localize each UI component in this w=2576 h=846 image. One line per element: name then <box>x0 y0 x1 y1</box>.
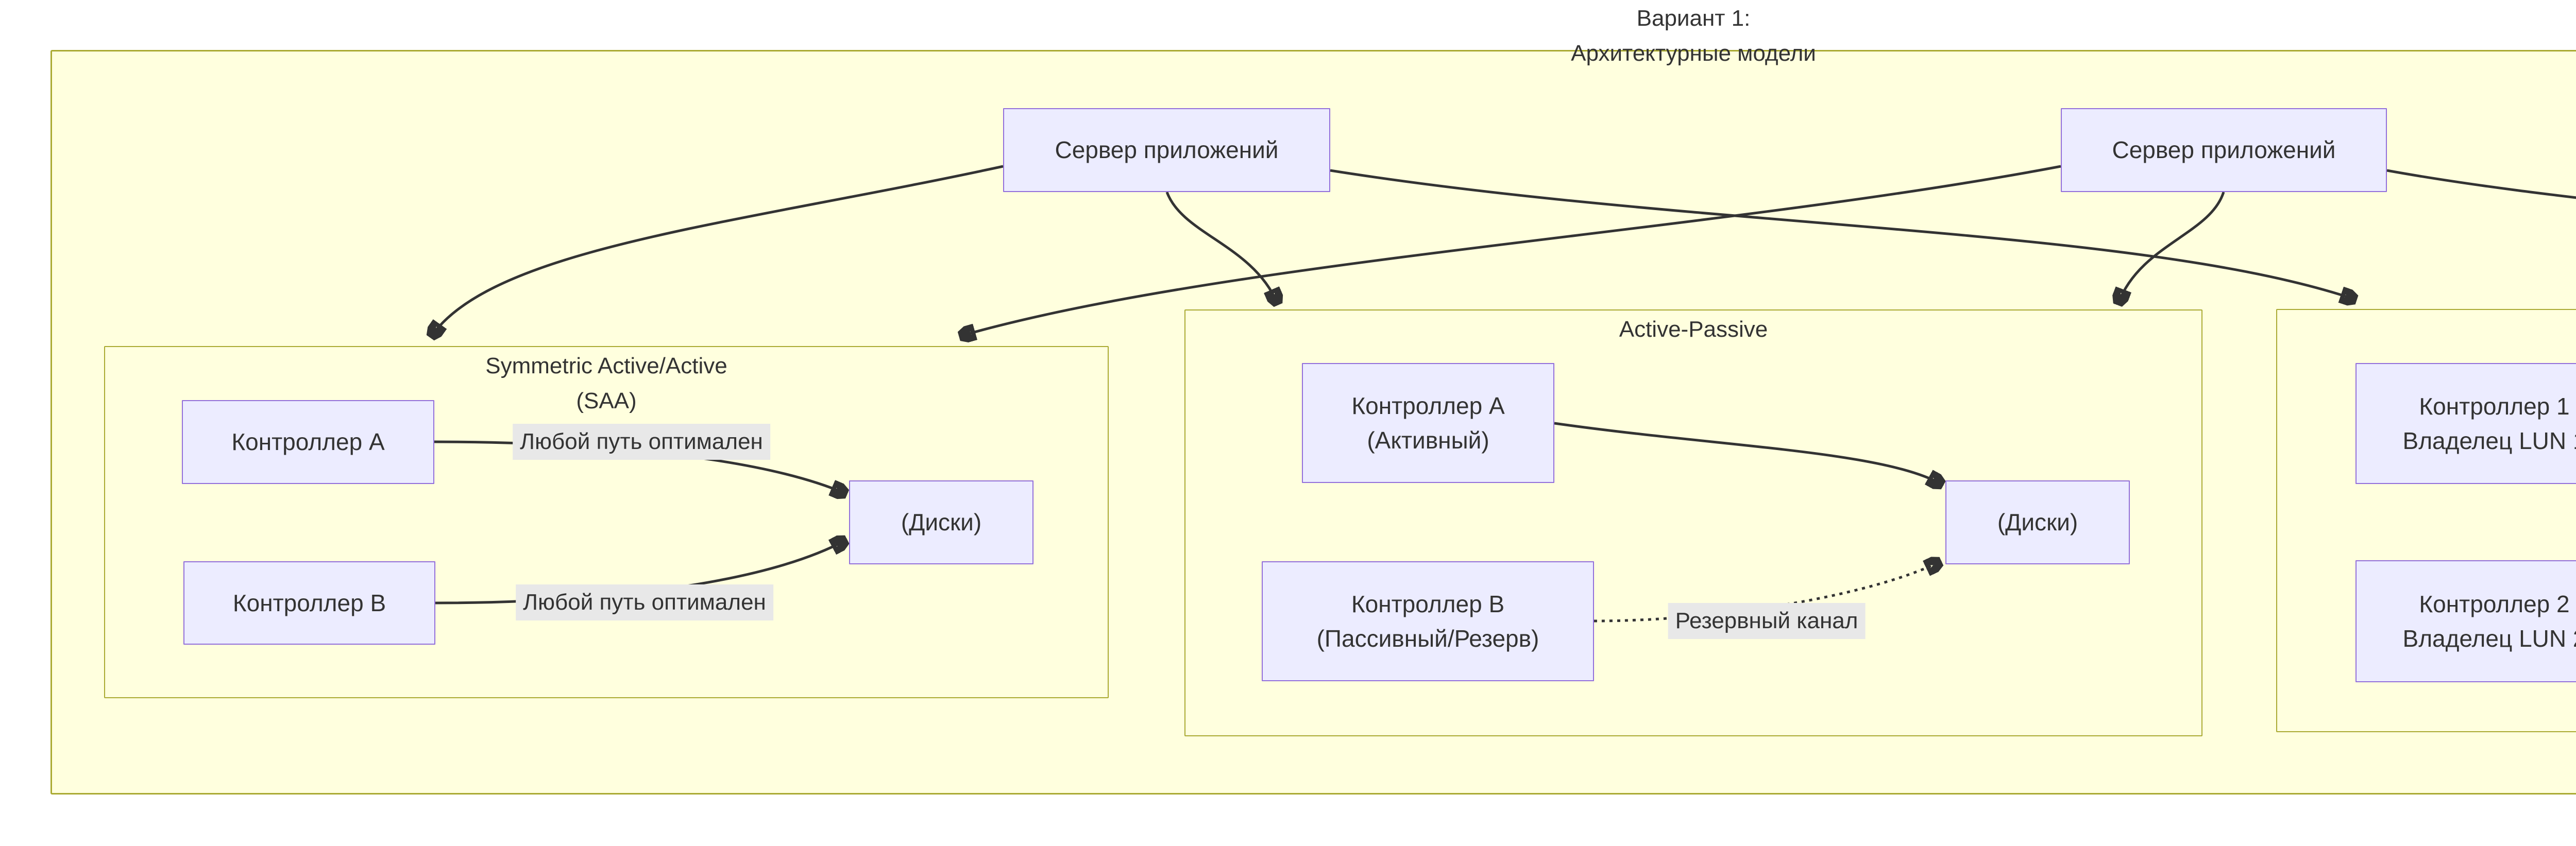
edge-label-any-path-optimal-b: Любой путь оптимален <box>516 584 773 620</box>
node-controller-1-lun1-line1: Контроллер 1 <box>2419 392 2570 420</box>
node-controller-2-lun2-line1: Контроллер 2 <box>2419 590 2570 617</box>
node-disks-ap: (Диски) <box>1945 480 2130 564</box>
node-controller-b-passive-line1: Контроллер B <box>1351 590 1505 617</box>
cluster-alua-title-line1: ALUA (Asymmetric A/A) <box>2277 312 2576 347</box>
cluster-ap-title-line1: Active-Passive <box>1619 317 1768 342</box>
node-controller-a-active-line2: (Активный) <box>1367 426 1489 454</box>
edge-label-any-path-optimal-a: Любой путь оптимален <box>513 424 770 460</box>
node-controller-b-passive: Контроллер B (Пассивный/Резерв) <box>1262 561 1594 681</box>
node-controller-b-saa-label: Контроллер B <box>232 589 386 616</box>
edge-label-reserve-channel: Резервный канал <box>1668 603 1866 639</box>
node-disks-ap-label: (Диски) <box>1997 509 2078 536</box>
node-app-server-2: Сервер приложений <box>2061 108 2387 192</box>
node-controller-a-active: Контроллер А (Активный) <box>1302 363 1554 483</box>
node-disks-saa-label: (Диски) <box>901 509 982 536</box>
node-controller-b-saa: Контроллер B <box>183 561 435 645</box>
node-app-server-2-label: Сервер приложений <box>2112 136 2336 163</box>
cluster-saa-title-line2: (SAA) <box>576 388 637 413</box>
node-controller-b-passive-line2: (Пассивный/Резерв) <box>1316 625 1539 652</box>
diagram-title-line2: Архитектурные модели <box>1571 41 1816 66</box>
node-controller-2-lun2: Контроллер 2 Владелец LUN 2 <box>2355 560 2576 682</box>
node-app-server-1: Сервер приложений <box>1003 108 1330 192</box>
node-controller-1-lun1-line2: Владелец LUN 1 <box>2402 427 2576 454</box>
cluster-saa-title-line1: Symmetric Active/Active <box>485 353 727 378</box>
node-controller-a-active-line1: Контроллер А <box>1351 392 1505 419</box>
cluster-ap-title: Active-Passive <box>1185 312 2201 347</box>
node-controller-1-lun1: Контроллер 1 Владелец LUN 1 <box>2355 363 2576 484</box>
node-controller-a-saa-label: Контроллер А <box>231 428 385 455</box>
node-app-server-1-label: Сервер приложений <box>1055 136 1279 163</box>
cluster-alua-title: ALUA (Asymmetric A/A) <box>2277 312 2576 347</box>
diagram-title-line1: Вариант 1: <box>1636 6 1751 31</box>
node-disks-saa: (Диски) <box>849 480 1033 564</box>
node-controller-2-lun2-line2: Владелец LUN 2 <box>2402 625 2576 652</box>
node-controller-a-saa: Контроллер А <box>182 400 434 484</box>
cluster-saa-title: Symmetric Active/Active (SAA) <box>105 349 1108 419</box>
diagram-title: Вариант 1: Архитектурные модели <box>0 1 2576 71</box>
